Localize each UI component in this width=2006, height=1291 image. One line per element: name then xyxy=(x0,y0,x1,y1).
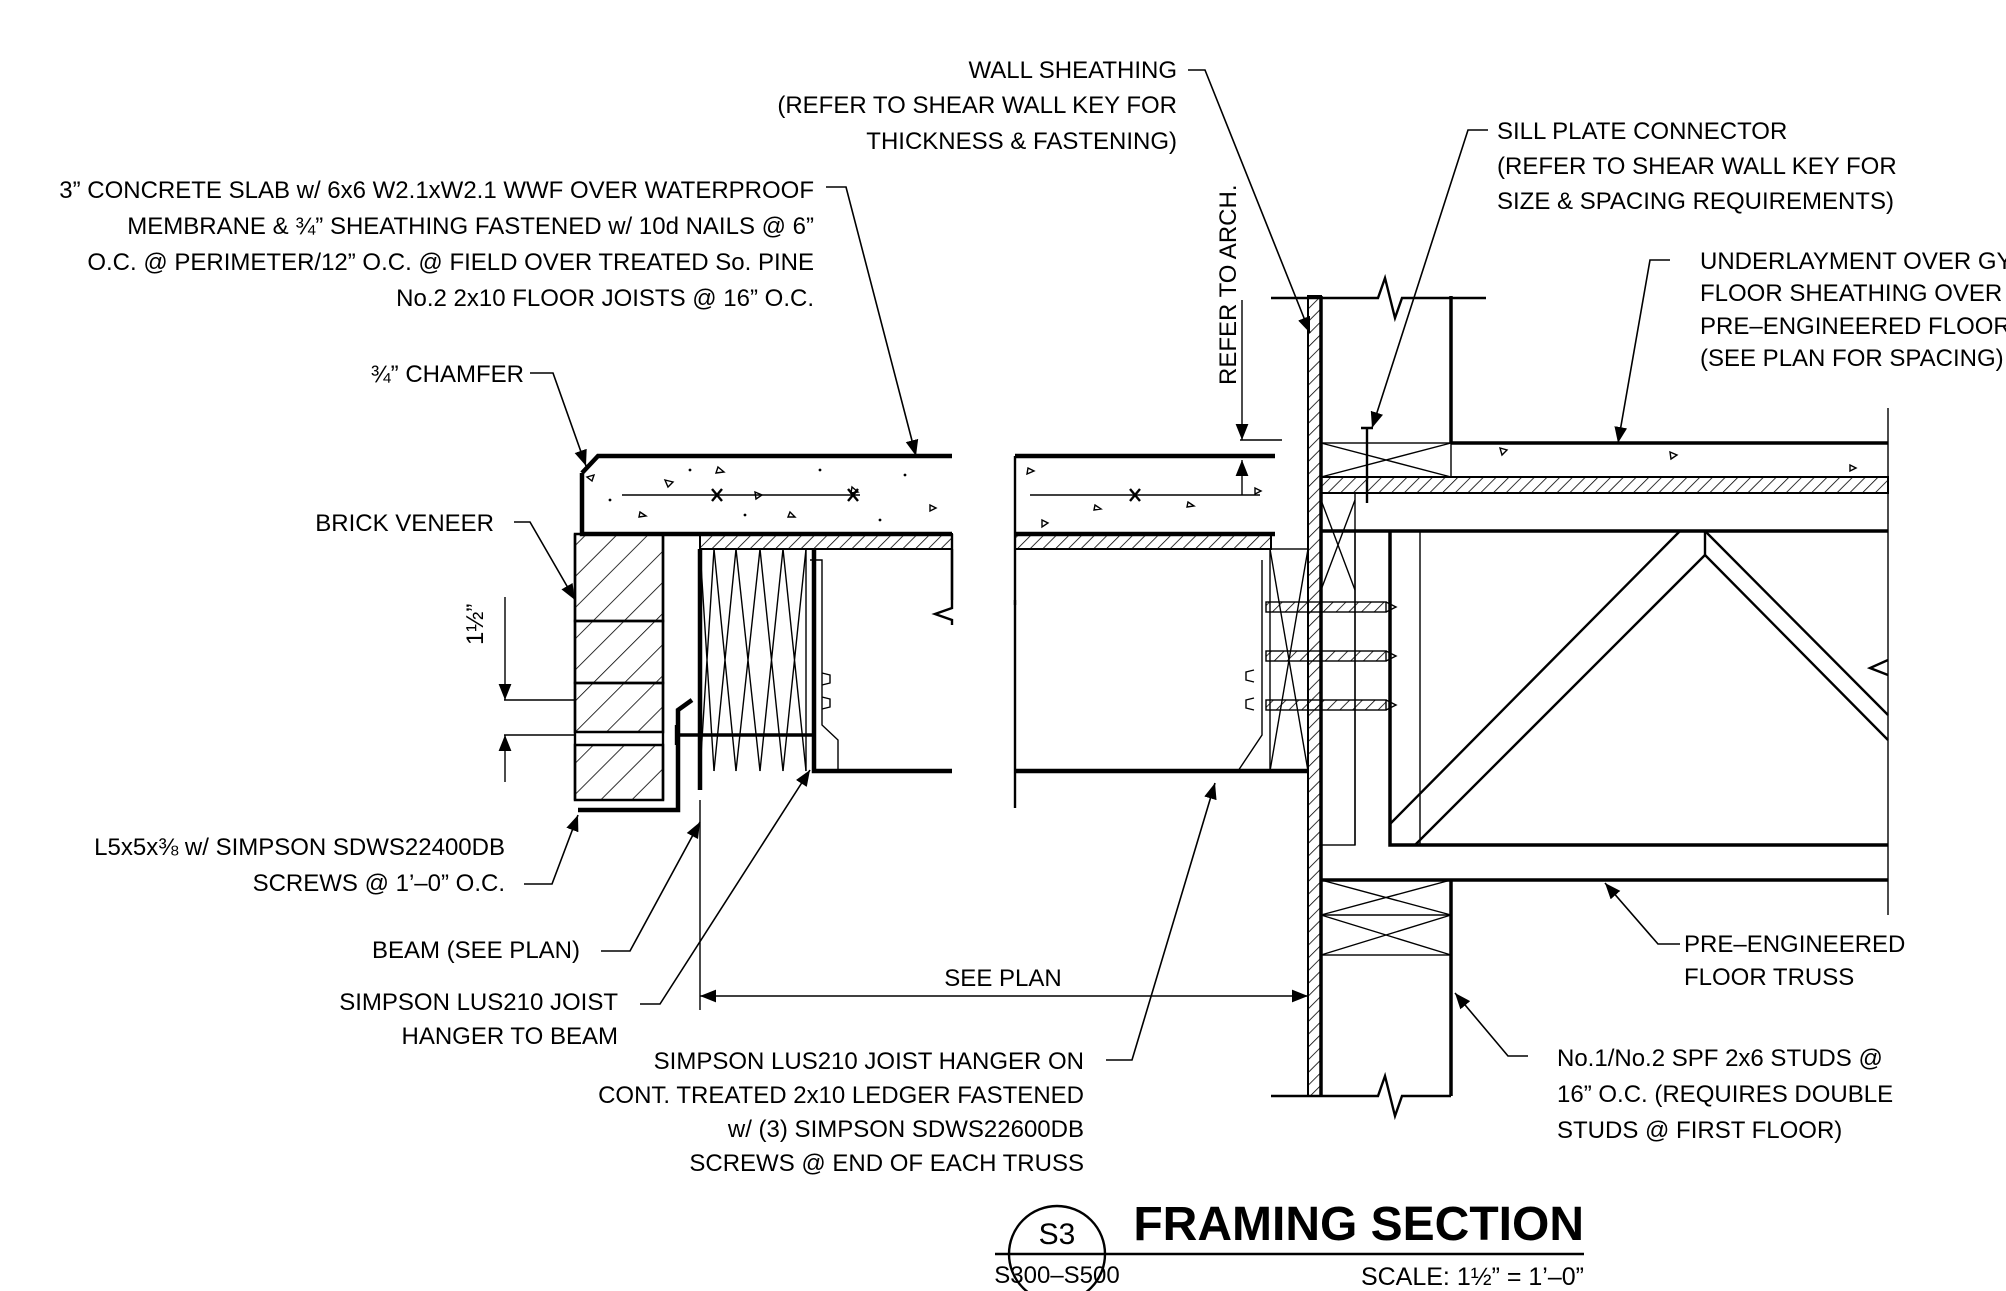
note-sill-plate-3: SIZE & SPACING REQUIREMENTS) xyxy=(1497,188,1894,215)
drawing-title: FRAMING SECTION xyxy=(1133,1198,1584,1251)
note-floor-truss-1: PRE–ENGINEERED xyxy=(1684,931,1905,958)
drawing-scale: SCALE: 1½” = 1’–0” xyxy=(1361,1263,1584,1291)
note-sill-plate-1: SILL PLATE CONNECTOR xyxy=(1497,118,1787,145)
detail-number: S3 xyxy=(1039,1218,1076,1251)
note-slab-3: O.C. @ PERIMETER/12” O.C. @ FIELD OVER T… xyxy=(87,249,814,276)
note-studs-3: STUDS @ FIRST FLOOR) xyxy=(1557,1117,1842,1144)
left-slab-assembly xyxy=(498,453,954,813)
ledger-side-assembly xyxy=(1013,300,1309,808)
wall-and-truss-assembly xyxy=(1265,273,1889,1121)
note-wall-sheathing-2: (REFER TO SHEAR WALL KEY FOR xyxy=(777,92,1177,119)
note-slab-2: MEMBRANE & ¾” SHEATHING FASTENED w/ 10d … xyxy=(127,213,814,240)
note-studs-2: 16” O.C. (REQUIRES DOUBLE xyxy=(1557,1081,1893,1108)
title-block: S3 S300–S500 FRAMING SECTION SCALE: 1½” … xyxy=(994,1198,1584,1291)
note-hanger-ledger-4: SCREWS @ END OF EACH TRUSS xyxy=(689,1150,1084,1177)
leader-lines xyxy=(514,69,1680,1061)
note-angle-2: SCREWS @ 1’–0” O.C. xyxy=(253,870,505,897)
note-angle-1: L5x5x⅜ w/ SIMPSON SDWS22400DB xyxy=(94,834,505,861)
note-hanger-ledger-3: w/ (3) SIMPSON SDWS22600DB xyxy=(727,1116,1084,1143)
note-studs-1: No.1/No.2 SPF 2x6 STUDS @ xyxy=(1557,1045,1883,1072)
note-hanger-ledger-1: SIMPSON LUS210 JOIST HANGER ON xyxy=(654,1048,1084,1075)
note-hanger-beam-1: SIMPSON LUS210 JOIST xyxy=(339,989,618,1016)
note-dim-brick: 1½” xyxy=(462,604,489,645)
notes: WALL SHEATHING (REFER TO SHEAR WALL KEY … xyxy=(59,57,2006,1177)
note-wall-sheathing-1: WALL SHEATHING xyxy=(969,57,1177,84)
note-slab-1: 3” CONCRETE SLAB w/ 6x6 W2.1xW2.1 WWF OV… xyxy=(59,177,814,204)
note-see-plan: SEE PLAN xyxy=(944,965,1061,992)
note-wall-sheathing-3: THICKNESS & FASTENING) xyxy=(866,128,1177,155)
note-refer-arch: REFER TO ARCH. xyxy=(1215,185,1242,385)
note-hanger-beam-2: HANGER TO BEAM xyxy=(402,1023,619,1050)
note-brick-veneer: BRICK VENEER xyxy=(315,510,494,537)
sheet-reference: S300–S500 xyxy=(994,1262,1119,1289)
note-underlayment-2: FLOOR SHEATHING OVER xyxy=(1700,280,2002,307)
note-underlayment-4: (SEE PLAN FOR SPACING) xyxy=(1700,345,2004,372)
note-sill-plate-2: (REFER TO SHEAR WALL KEY FOR xyxy=(1497,153,1897,180)
note-floor-truss-2: FLOOR TRUSS xyxy=(1684,964,1854,991)
note-underlayment-1: UNDERLAYMENT OVER GYPCRE xyxy=(1700,248,2006,275)
note-hanger-ledger-2: CONT. TREATED 2x10 LEDGER FASTENED xyxy=(598,1082,1084,1109)
note-underlayment-3: PRE–ENGINEERED FLOOR TRUS xyxy=(1700,313,2006,340)
note-beam: BEAM (SEE PLAN) xyxy=(372,937,580,964)
note-chamfer: ¾” CHAMFER xyxy=(371,361,524,388)
note-slab-4: No.2 2x10 FLOOR JOISTS @ 16” O.C. xyxy=(396,285,814,312)
